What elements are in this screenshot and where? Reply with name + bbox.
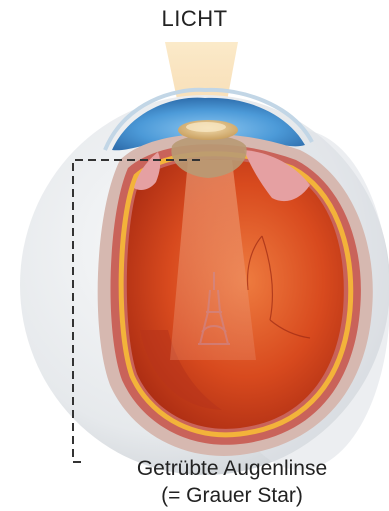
lens-caption-note: (= Grauer Star) (82, 482, 382, 509)
lens-top-highlight (186, 122, 226, 132)
lens-caption: Getrübte Augenlinse (82, 455, 382, 482)
